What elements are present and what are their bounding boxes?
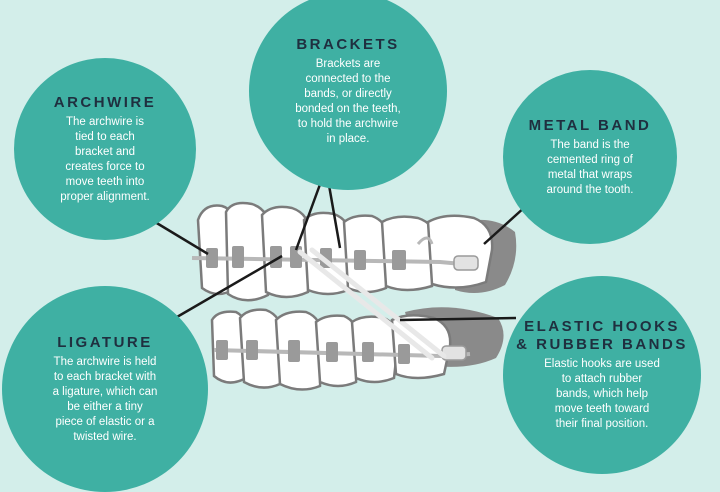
bracket	[232, 246, 244, 268]
metal-band-title: METAL BAND	[528, 116, 652, 134]
bracket	[216, 340, 228, 360]
braces-diagram: BRACKETS Brackets are connected to the b…	[2, 0, 701, 492]
bracket	[398, 344, 410, 364]
metal-band-tube	[453, 255, 479, 271]
bracket	[392, 250, 406, 270]
elastic-hook	[416, 236, 434, 245]
bracket	[246, 340, 258, 360]
brackets-description: Brackets are connected to the bands, or …	[295, 57, 401, 145]
brackets-title: BRACKETS	[296, 35, 400, 53]
pointer-archwire	[154, 220, 209, 256]
archwire-description: The archwire is tied to each bracket and…	[60, 115, 150, 203]
ligature-bubble: LIGATURE The archwire is held to each br…	[2, 286, 208, 492]
bracket	[288, 340, 300, 362]
archwire-title: ARCHWIRE	[53, 93, 157, 111]
archwire-bubble: ARCHWIRE The archwire is tied to each br…	[14, 58, 196, 240]
bracket	[206, 248, 218, 268]
elastic-hooks-description: Elastic hooks are used to attach rubber …	[544, 357, 660, 430]
bracket	[354, 250, 366, 270]
elastic-hooks-bubble: ELASTIC HOOKS & RUBBER BANDS Elastic hoo…	[503, 276, 701, 474]
ligature-title: LIGATURE	[57, 333, 153, 351]
bracket	[326, 342, 338, 362]
bracket	[362, 342, 374, 362]
pointer-metal-band	[483, 205, 527, 245]
pointer-ligature	[157, 254, 283, 330]
pointer-elastic-hooks	[399, 316, 517, 322]
lower-braces	[213, 340, 471, 364]
tooth-upper-7	[426, 214, 494, 289]
elastic-hooks-title: ELASTIC HOOKS & RUBBER BANDS	[516, 318, 688, 353]
metal-band-bubble: METAL BAND The band is the cemented ring…	[503, 70, 677, 244]
brackets-bubble: BRACKETS Brackets are connected to the b…	[249, 0, 447, 190]
rubber-band	[297, 247, 447, 361]
ligature-description: The archwire is held to each bracket wit…	[52, 355, 158, 443]
braces-illustration	[154, 167, 527, 391]
metal-band-description: The band is the cemented ring of metal t…	[546, 138, 634, 196]
